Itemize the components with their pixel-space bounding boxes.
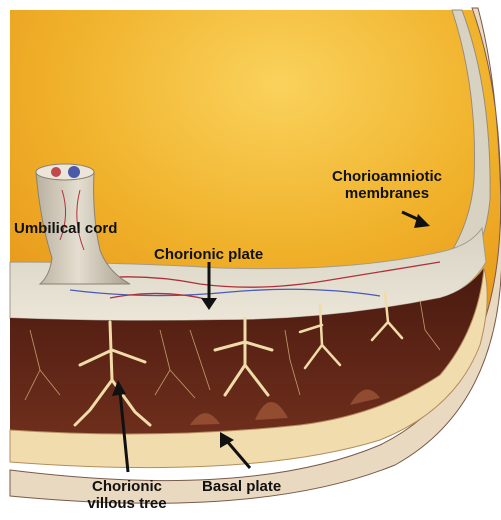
chorionic-plate-label: Chorionic plate — [154, 246, 263, 263]
umbilical-vein-icon — [68, 166, 80, 178]
villous-label-line1: Chorionic — [72, 478, 182, 495]
umbilical-artery-icon — [51, 167, 61, 177]
chorioamniotic-label-line1: Chorioamniotic — [322, 168, 452, 185]
chorioamniotic-membranes-label: Chorioamniotic membranes — [322, 168, 452, 202]
chorionic-villous-tree-label: Chorionic villous tree — [72, 478, 182, 512]
chorioamniotic-label-line2: membranes — [322, 185, 452, 202]
villous-label-line2: villous tree — [72, 495, 182, 512]
cord-cross-section — [36, 164, 94, 180]
umbilical-cord-label: Umbilical cord — [14, 220, 117, 237]
basal-plate-label: Basal plate — [202, 478, 281, 495]
